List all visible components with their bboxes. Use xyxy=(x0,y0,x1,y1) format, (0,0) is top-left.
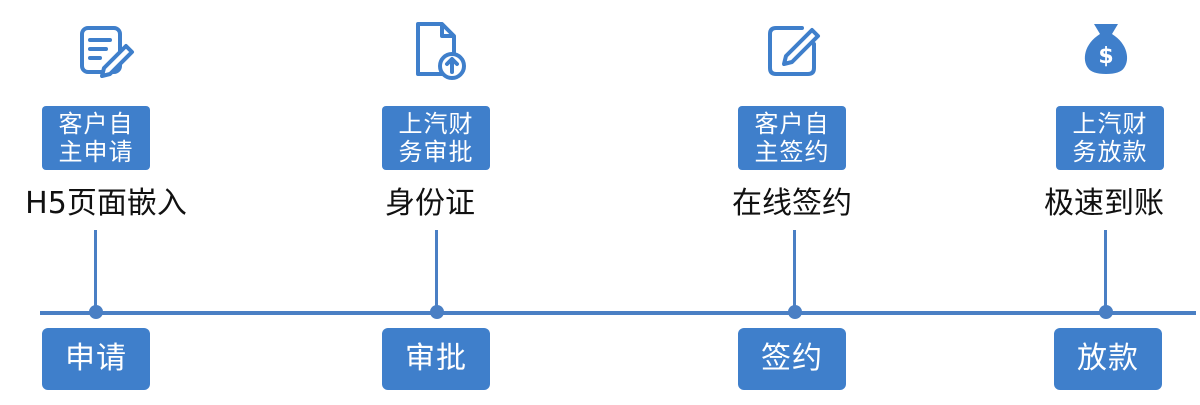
badge-line: 务放款 xyxy=(1072,138,1148,166)
stage-subtitle: 极速到账 xyxy=(1044,186,1164,221)
stage-connector xyxy=(94,230,97,314)
timeline-node xyxy=(89,305,103,319)
timeline-node xyxy=(430,305,444,319)
badge-line: 务审批 xyxy=(398,138,474,166)
step-label-sign: 签约 xyxy=(738,328,846,390)
timeline-node xyxy=(1099,305,1113,319)
step-label-review: 审批 xyxy=(382,328,490,390)
step-label-apply: 申请 xyxy=(42,328,150,390)
stage-badge-disburse: 上汽财 务放款 xyxy=(1056,106,1164,170)
badge-line: 主签约 xyxy=(754,138,830,166)
stage-connector xyxy=(793,230,796,314)
stage-badge-sign: 客户自 主签约 xyxy=(738,106,846,170)
timeline-node xyxy=(788,305,802,319)
form-edit-icon xyxy=(74,18,138,82)
stage-badge-review: 上汽财 务审批 xyxy=(382,106,490,170)
svg-text:$: $ xyxy=(1098,44,1113,69)
stage-connector xyxy=(1104,230,1107,314)
badge-line: 客户自 xyxy=(754,110,830,138)
timeline-axis xyxy=(40,311,1196,315)
badge-line: 主申请 xyxy=(58,138,134,166)
step-label-disburse: 放款 xyxy=(1054,328,1162,390)
edit-pencil-icon xyxy=(762,18,826,82)
badge-line: 客户自 xyxy=(58,110,134,138)
badge-line: 上汽财 xyxy=(1072,110,1148,138)
stage-subtitle: 身份证 xyxy=(385,186,475,221)
stage-subtitle: 在线签约 xyxy=(732,186,852,221)
document-upload-icon xyxy=(406,18,470,82)
stage-badge-apply: 客户自 主申请 xyxy=(42,106,150,170)
stage-connector xyxy=(435,230,438,314)
badge-line: 上汽财 xyxy=(398,110,474,138)
money-bag-icon: $ xyxy=(1074,16,1138,80)
stage-subtitle: H5页面嵌入 xyxy=(25,186,187,221)
